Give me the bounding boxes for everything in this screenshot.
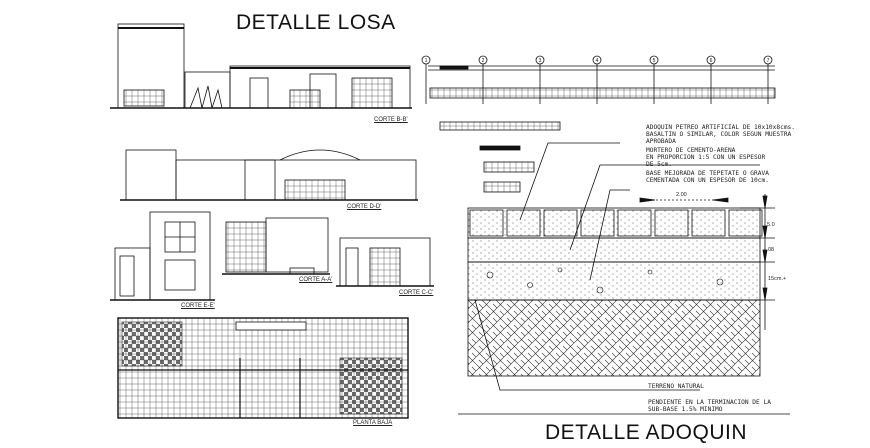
- corte-b-section: [110, 23, 412, 109]
- grid-axis-label: 1: [425, 58, 428, 64]
- dim-d3: 15cm.+: [768, 276, 787, 282]
- paver-block: [691, 209, 726, 237]
- label-corte-a: CORTE A-A': [299, 277, 333, 283]
- note-pendiente: PENDIENTE EN LA TERMINACION DE LA SUB-BA…: [648, 399, 771, 413]
- grid-axis-label: 4: [596, 58, 599, 64]
- note-mortero: MORTERO DE CEMENTO-ARENA EN PROPORCION 1…: [646, 147, 766, 168]
- grid-axis-label: 7: [767, 58, 770, 64]
- label-corte-b: CORTE B-B': [374, 117, 408, 123]
- dim-d2: 08: [768, 247, 775, 253]
- paver-block: [580, 209, 615, 237]
- grid-axis-label: 2: [482, 58, 485, 64]
- paver-block: [654, 209, 689, 237]
- paver-block: [469, 209, 504, 237]
- grid-axis-label: 6: [710, 58, 713, 64]
- adoquin-detail: [458, 142, 790, 415]
- label-corte-e: CORTE E-E': [181, 303, 215, 309]
- note-adoquin: ADOQUIN PETREO ARTIFICIAL DE 10x10x8cms.…: [646, 124, 796, 145]
- corte-a-section: [222, 217, 330, 275]
- label-corte-d: CORTE D-D': [347, 204, 382, 210]
- planta-baja-plan: [117, 317, 409, 419]
- corte-d-section: [120, 149, 418, 201]
- grid-axis-label: 3: [539, 58, 542, 64]
- paver-block: [728, 209, 763, 237]
- losa-detail: 1 2 3 4 5 6 7: [421, 55, 776, 193]
- label-planta-baja: PLANTA BAJA: [353, 420, 393, 426]
- grid-axis-label: 5: [653, 58, 656, 64]
- note-base: BASE MEJORADA DE TEPETATE O GRAVA CEMENT…: [646, 170, 769, 184]
- dim-d1: 5.0: [767, 222, 775, 228]
- dim-width: 2.00: [676, 192, 687, 198]
- paver-block: [617, 209, 652, 237]
- corte-c-section: [336, 237, 434, 287]
- title-detalle-adoquin: DETALLE ADOQUIN: [545, 421, 747, 444]
- label-corte-c: CORTE C-C': [399, 290, 434, 296]
- title-detalle-losa: DETALLE LOSA: [236, 11, 396, 34]
- note-terreno: TERRENO NATURAL: [648, 383, 704, 390]
- corte-e-section: [110, 211, 215, 301]
- paver-block: [543, 209, 578, 237]
